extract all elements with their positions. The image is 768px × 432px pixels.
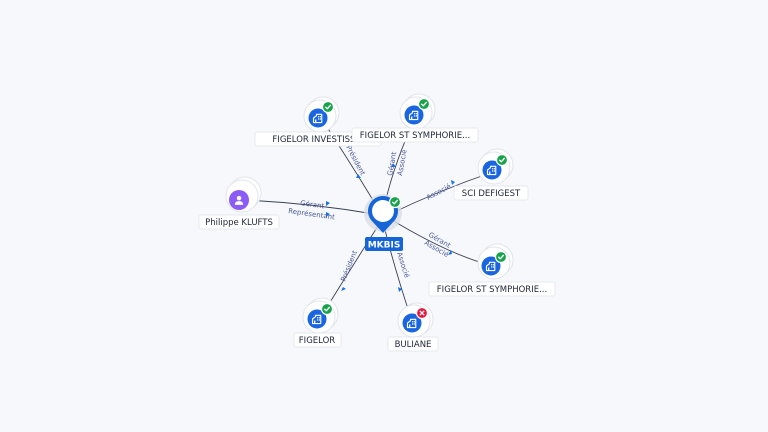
arrow-marker <box>341 287 346 291</box>
edge-label: Associé <box>425 182 452 201</box>
node-label: FIGELOR INVESTISS... <box>272 135 363 145</box>
arrow-marker <box>356 174 361 178</box>
node-figelor-st-symphorie-1[interactable]: FIGELOR ST SYMPHORIE... <box>351 93 479 143</box>
edge-label: Représentant <box>288 207 336 221</box>
node-label-bg <box>453 185 529 201</box>
node-label-bg <box>428 281 556 297</box>
node-label: FIGELOR ST SYMPHORIE... <box>437 285 547 295</box>
node-sci-defigest[interactable]: SCI DEFIGEST <box>453 148 529 201</box>
node-label-bg <box>293 332 342 348</box>
node-figelor[interactable]: FIGELOR <box>293 297 342 348</box>
arrow-marker <box>448 250 452 255</box>
arrow-marker <box>451 180 455 185</box>
center-node-mkbis[interactable]: MKBIS <box>364 194 403 251</box>
node-figelor-st-symphorie-2[interactable]: FIGELOR ST SYMPHORIE... <box>428 243 556 297</box>
node-label: FIGELOR <box>299 336 335 346</box>
node-label: FIGELOR ST SYMPHORIE... <box>360 131 470 141</box>
edge-label: Gérant <box>300 199 325 210</box>
node-label-bg <box>351 127 479 143</box>
node-label-bg <box>198 214 280 230</box>
center-node-disc <box>372 200 394 222</box>
arrow-marker <box>391 163 396 167</box>
node-buliane[interactable]: BULIANE <box>387 302 439 352</box>
node-label-bg <box>387 336 439 352</box>
edge-label: Président <box>339 249 359 283</box>
node-label: SCI DEFIGEST <box>462 189 521 199</box>
center-label-bg <box>365 237 403 251</box>
node-label: Philippe KLUFTS <box>205 218 273 228</box>
node-figelor-investiss[interactable]: FIGELOR INVESTISS... <box>254 96 382 147</box>
node-label: BULIANE <box>395 340 432 350</box>
center-node-label: MKBIS <box>368 241 401 251</box>
arrow-marker <box>398 287 402 292</box>
arrow-marker <box>326 201 330 206</box>
node-philippe-klufts[interactable]: Philippe KLUFTS <box>198 176 280 230</box>
arrow-marker <box>326 212 330 217</box>
